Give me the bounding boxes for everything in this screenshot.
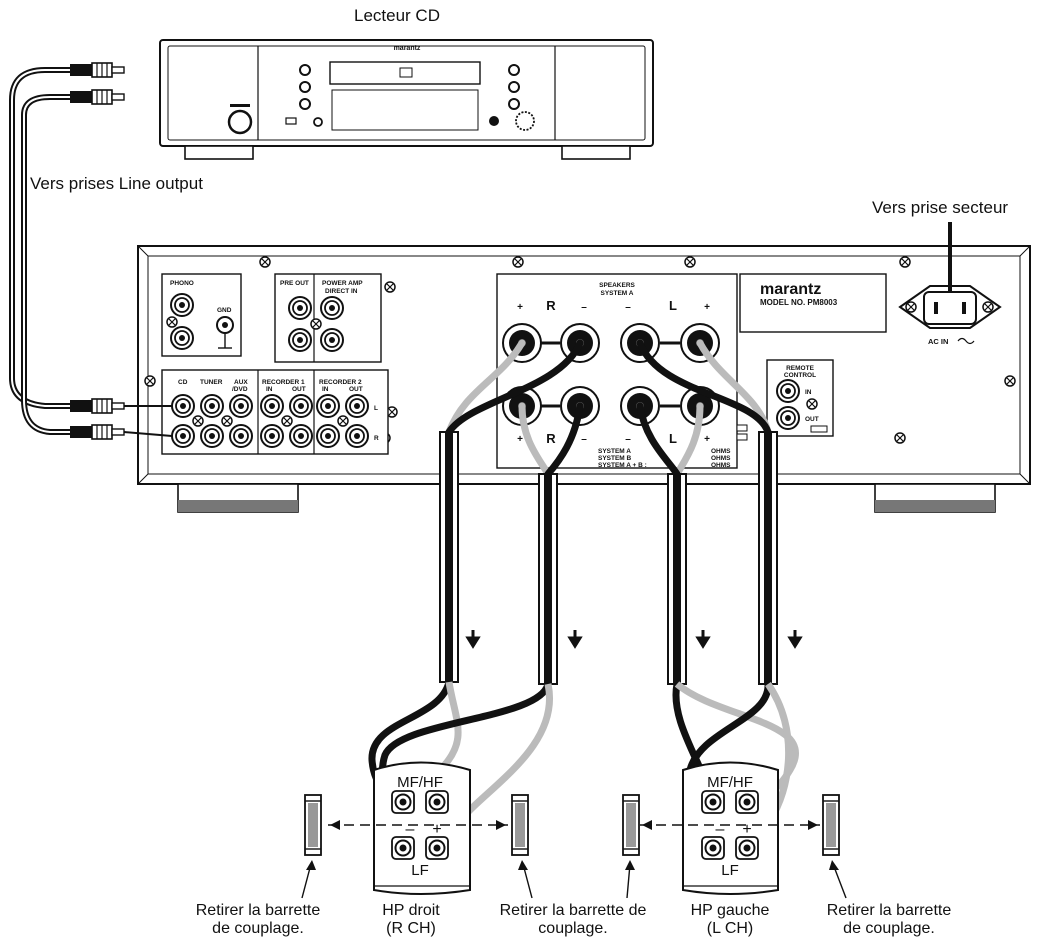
hp-left-caption: HP gauche (L CH) xyxy=(680,902,780,938)
line-output-caption: Vers prises Line output xyxy=(30,174,203,193)
rec-r-label: R xyxy=(374,435,379,442)
cd-power-button[interactable] xyxy=(227,109,253,135)
sys-a-line: SYSTEM A xyxy=(598,448,631,455)
ohms-ab: OHMS xyxy=(711,462,731,469)
sys-ab-line: SYSTEM A + B : xyxy=(598,462,647,469)
sys-b-line: SYSTEM B xyxy=(598,455,632,462)
right-plus-label: + xyxy=(432,821,441,838)
input-rec2-out-label: OUT xyxy=(349,386,363,393)
hp-left-line1: HP gauche xyxy=(690,902,770,919)
sysB-r-label: R xyxy=(546,431,556,446)
speakers-title: SPEAKERS xyxy=(599,282,635,289)
cd-player-caption: Lecteur CD xyxy=(354,6,440,25)
gnd-label: GND xyxy=(217,307,232,314)
right-lf-label: LF xyxy=(411,862,429,879)
remote-in-label: IN xyxy=(805,389,812,396)
sysA-r-minus: – xyxy=(581,302,587,313)
remove-bar-caption-3: Retirer la barrette de couplage. xyxy=(800,902,978,938)
pre-out-label: PRE OUT xyxy=(280,280,309,287)
left-minus-label: – xyxy=(716,821,725,838)
input-rec1-out-label: OUT xyxy=(292,386,306,393)
amp-brand-logo: marantz xyxy=(760,281,821,298)
input-tuner-label: TUNER xyxy=(200,379,223,386)
remote-out-label: OUT xyxy=(805,416,819,423)
speaker-left: MF/HF – + LF xyxy=(682,761,779,895)
left-lf-label: LF xyxy=(721,862,739,879)
direct-in-label: DIRECT IN xyxy=(325,288,358,295)
left-mfhf-label: MF/HF xyxy=(707,774,753,791)
input-cd-label: CD xyxy=(178,379,188,386)
remove-bar-1-line1: Retirer la barrette xyxy=(195,902,321,919)
remove-bar-caption-2: Retirer la barrette de couplage. xyxy=(470,902,676,938)
right-mfhf-label: MF/HF xyxy=(397,774,443,791)
hp-right-line1: HP droit xyxy=(382,902,440,919)
hp-right-caption: HP droit (R CH) xyxy=(356,902,466,938)
ohms-a: OHMS xyxy=(711,448,731,455)
sysA-r-label: R xyxy=(546,298,556,313)
remote-label: REMOTE xyxy=(786,365,814,372)
sysB-r-minus: – xyxy=(581,434,587,445)
hp-right-line2: (R CH) xyxy=(386,920,436,937)
sysB-r-plus: + xyxy=(517,434,523,445)
hp-left-line2: (L CH) xyxy=(706,920,754,937)
sysA-l-minus: – xyxy=(625,302,631,313)
input-rec2-label: RECORDER 2 xyxy=(319,379,362,386)
remove-bar-3-line2: de couplage. xyxy=(843,920,935,937)
sysB-l-label: L xyxy=(669,431,677,446)
removal-arrows xyxy=(328,820,820,830)
remove-bar-3-line1: Retirer la barrette xyxy=(826,902,952,919)
cd-player: marantz xyxy=(159,39,654,160)
rca-cable xyxy=(9,62,173,440)
power-amp-label: POWER AMP xyxy=(322,280,363,287)
input-rec1-label: RECORDER 1 xyxy=(262,379,305,386)
cd-brand: marantz xyxy=(394,45,421,52)
speaker-right: MF/HF – + LF xyxy=(373,761,471,895)
right-minus-label: – xyxy=(406,821,415,838)
remove-bar-1-line2: de couplage. xyxy=(212,920,304,937)
sysA-l-label: L xyxy=(669,298,677,313)
phono-label: PHONO xyxy=(170,280,194,287)
rec-l-label: L xyxy=(374,405,378,412)
caption-pointers xyxy=(301,860,847,899)
speakers-system-a: SYSTEM A xyxy=(601,290,634,297)
ohms-b: OHMS xyxy=(711,455,731,462)
control-label: CONTROL xyxy=(784,372,816,379)
remove-bar-2-line1: Retirer la barrette de xyxy=(499,902,647,919)
sysB-l-plus: + xyxy=(704,434,710,445)
amplifier-rear-panel: PHONO GND PRE OUT POWER AMP DIRECT IN CD… xyxy=(137,245,1031,513)
remove-bar-caption-1: Retirer la barrette de couplage. xyxy=(166,902,350,938)
sysA-l-plus: + xyxy=(704,302,710,313)
input-rec1-in-label: IN xyxy=(266,386,273,393)
left-plus-label: + xyxy=(742,821,751,838)
ac-in-label: AC IN xyxy=(928,337,948,346)
cd-volume-knob-icon xyxy=(515,111,535,131)
remove-bar-2-line2: couplage. xyxy=(538,920,608,937)
input-aux-label: AUX xyxy=(234,379,248,386)
mains-caption: Vers prise secteur xyxy=(872,198,1009,217)
input-rec2-in-label: IN xyxy=(322,386,329,393)
sysA-r-plus: + xyxy=(517,302,523,313)
input-dvd-label: /DVD xyxy=(232,386,248,393)
amp-model-label: MODEL NO. PM8003 xyxy=(760,298,838,307)
sysB-l-minus: – xyxy=(625,434,631,445)
